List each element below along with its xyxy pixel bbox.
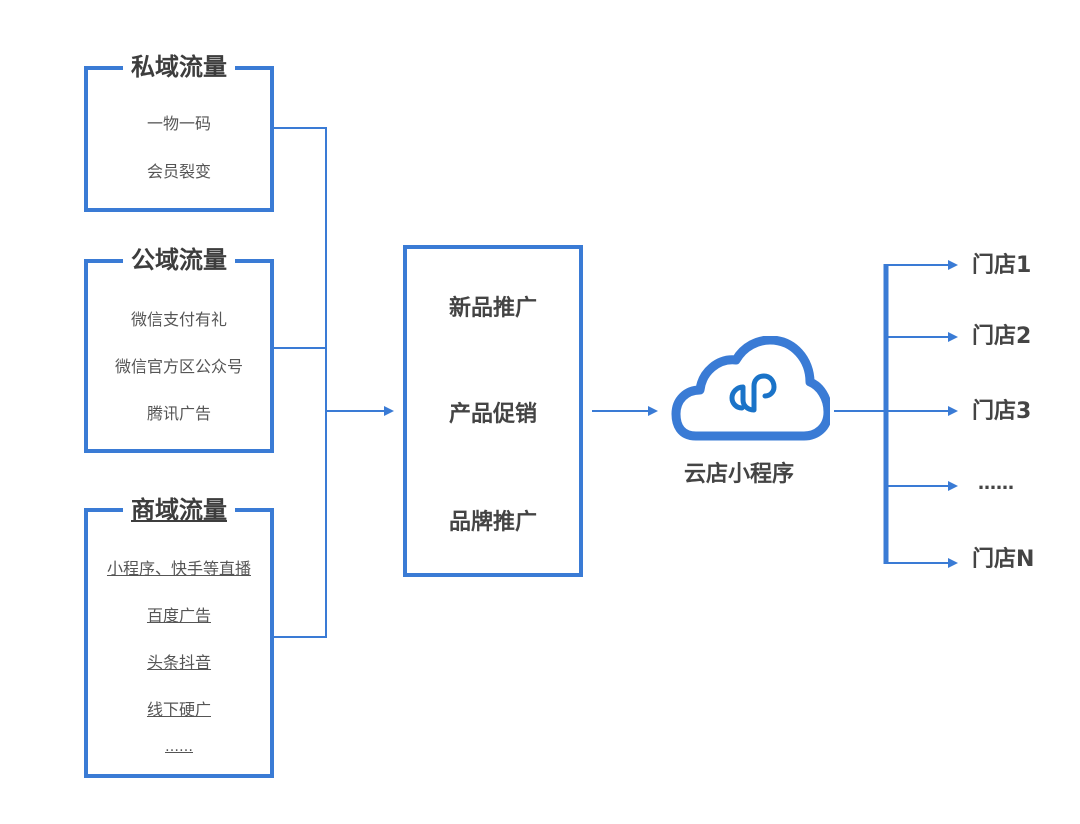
marketing-item: 品牌推广 — [448, 510, 537, 535]
store-label: 门店1 — [972, 253, 1032, 278]
miniprogram-logo — [729, 373, 777, 413]
cloud-label: 云店小程序 — [684, 462, 795, 487]
private-traffic-box: 私域流量 一物一码 会员裂变 — [84, 52, 274, 212]
marketing-box: 新品推广 产品促销 品牌推广 — [403, 245, 583, 577]
store-label: 门店3 — [972, 399, 1032, 424]
store-label: 门店2 — [972, 324, 1032, 349]
list-item: 小程序、快手等直播 — [106, 559, 251, 578]
store-label: …… — [978, 473, 1014, 494]
list-item: 腾讯广告 — [146, 404, 211, 423]
commercial-traffic-title: 商域流量 — [123, 495, 235, 525]
list-item: 头条抖音 — [146, 653, 211, 672]
list-item: 线下硬广 — [146, 700, 211, 719]
marketing-item: 新品推广 — [448, 296, 537, 321]
marketing-item: 产品促销 — [448, 402, 537, 427]
list-item: 会员裂变 — [146, 162, 211, 181]
list-item: 微信官方区公众号 — [114, 357, 243, 376]
cloud-miniprogram-icon — [671, 336, 830, 441]
list-item: 百度广告 — [146, 606, 211, 625]
commercial-traffic-box: 商域流量 小程序、快手等直播 百度广告 头条抖音 线下硬广 …… — [84, 495, 274, 778]
list-item: …… — [165, 739, 193, 755]
private-traffic-title: 私域流量 — [123, 52, 235, 82]
public-traffic-title: 公域流量 — [123, 245, 235, 275]
list-item: 微信支付有礼 — [130, 310, 227, 329]
store-label: 门店N — [972, 547, 1035, 572]
public-traffic-box: 公域流量 微信支付有礼 微信官方区公众号 腾讯广告 — [84, 245, 274, 453]
list-item: 一物一码 — [146, 114, 211, 133]
